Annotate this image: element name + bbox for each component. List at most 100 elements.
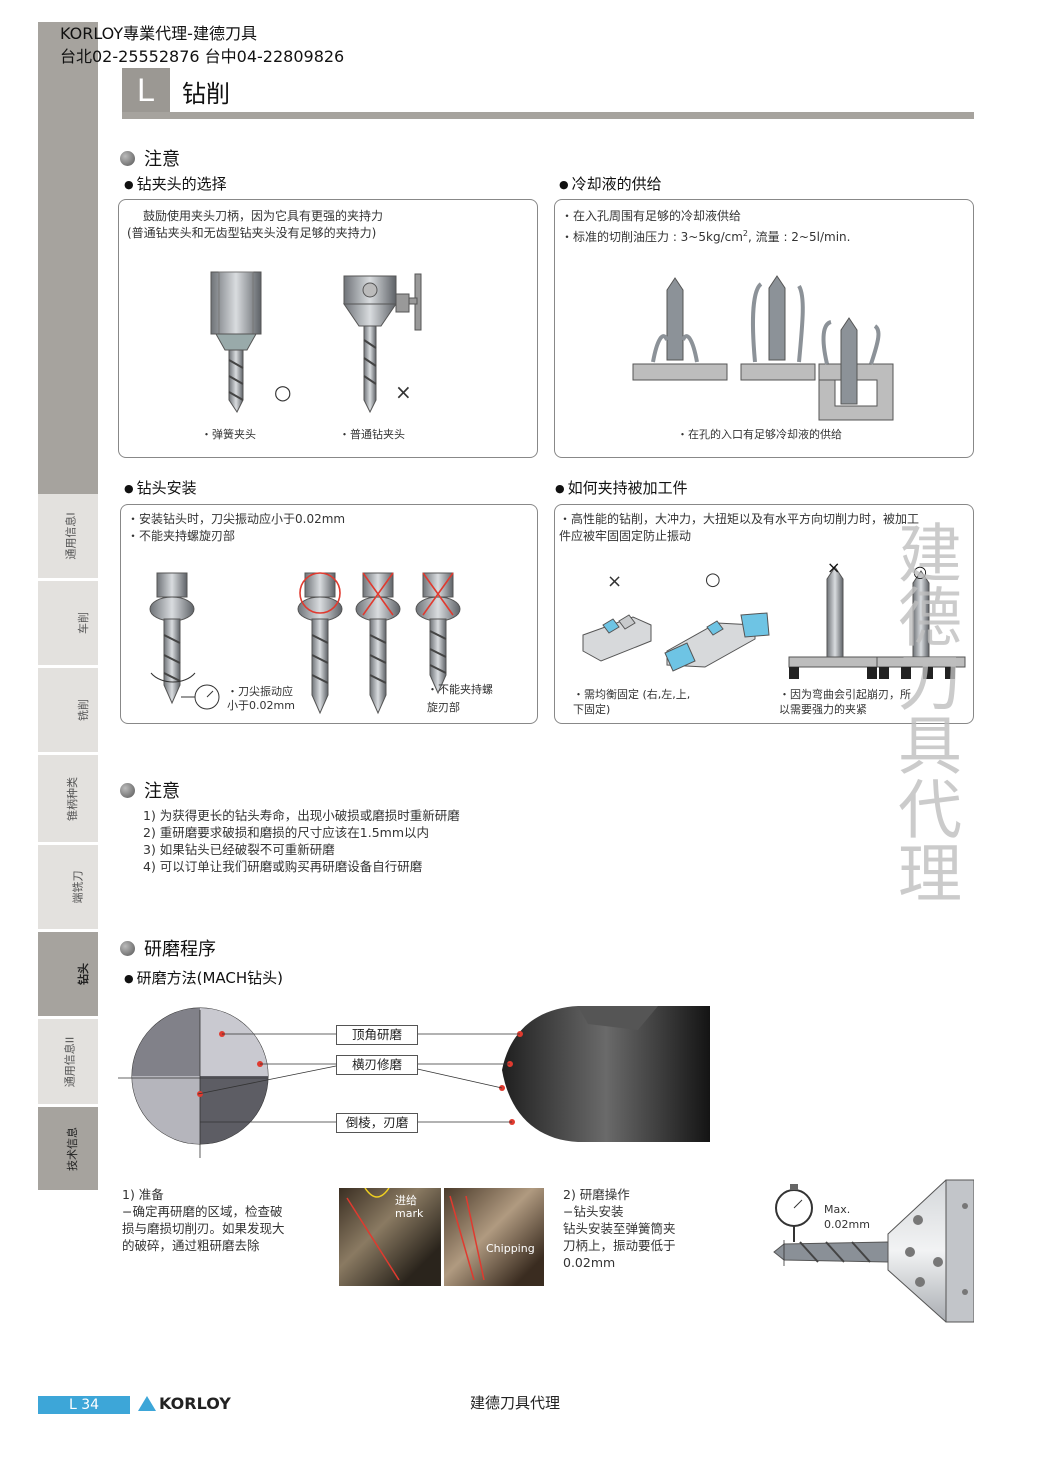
sidebar-tab-tapers[interactable]: 锥柄种类 <box>38 755 98 845</box>
korloy-logo-icon <box>138 1396 156 1411</box>
section-title-text: 研磨程序 <box>144 939 216 960</box>
regrinding-notes: 1) 为获得更长的钻头寿命，出现小破损或磨损时重新研磨 2) 重研磨要求破损和磨… <box>143 807 460 875</box>
operation-title: 2) 研磨操作 <box>563 1187 630 1202</box>
chapter-title: 钻削 <box>182 80 230 108</box>
drill-point-diagram <box>118 1006 710 1158</box>
footer-agent-text: 建德刀具代理 <box>470 1394 561 1412</box>
sidebar-tab-general-info-2[interactable]: 通用信息II <box>38 1019 98 1107</box>
sidebar-tab-label: 通用信息II <box>62 1036 76 1087</box>
section-caution-heading: 注意 <box>120 145 180 171</box>
drill-chuck-caption: ・普通钻夹头 <box>339 428 405 441</box>
sidebar-tab-general-info-1[interactable]: 通用信息I <box>38 494 98 581</box>
ok-mark: ○ <box>274 380 292 404</box>
ng-mark: × <box>607 571 623 592</box>
sidebar-tab-label: 钻头 <box>77 963 90 985</box>
sidebar-tab-label: 通用信息I <box>64 512 78 560</box>
sidebar-tab-drills[interactable]: 钻头 <box>38 932 98 1019</box>
subheading-text: 研磨方法(MACH钻头) <box>136 969 284 987</box>
drill-mounting-panel: ・安装钻头时，刀尖振动应小于0.02mm ・不能夹持螺旋刃部 ・刀尖振 <box>120 504 538 724</box>
preparation-block: 1) 准备 −确定再研磨的区域，检查破 损与磨损切削刃。如果发现大 的破碎，通过… <box>122 1186 285 1254</box>
agent-phones: 台北02-25552876 台中04-22809826 <box>60 47 345 66</box>
chapter-letter-box: L <box>122 68 170 112</box>
svg-text:○: ○ <box>913 562 927 581</box>
subheading-text: 如何夹持被加工件 <box>567 479 688 497</box>
sidebar-tab-milling[interactable]: 铣削 <box>38 668 98 755</box>
coolant-supply-heading: 冷却液的供给 <box>559 173 662 194</box>
preparation-title: 1) 准备 <box>122 1187 164 1202</box>
korloy-brand-text: KORLOY <box>159 1394 231 1413</box>
point-grinding-label: 顶角研磨 <box>336 1025 418 1045</box>
coolant-line-2-suffix: , 流量 : 2~5l/min. <box>748 230 851 244</box>
workholding-illustration: ×○ <box>582 558 966 679</box>
operation-line: −钻头安装 <box>563 1204 624 1219</box>
flute-caption: ・不能夹持螺旋刃部 <box>427 681 493 717</box>
workholding-line-1: ・高性能的钻削，大冲力，大扭矩以及有水平方向切削力时，被加工 <box>559 512 920 526</box>
watermark-text: 建德刀具代理 <box>887 520 961 904</box>
note-item: 2) 重研磨要求破损和磨损的尺寸应该在1.5mm以内 <box>143 825 430 840</box>
section-title-text: 注意 <box>144 149 180 170</box>
sidebar-tab-technical-info[interactable]: 技术信息 <box>38 1107 98 1193</box>
mounting-illustration <box>149 572 461 715</box>
preparation-line: 损与磨损切削刃。如果发现大 <box>122 1221 285 1236</box>
chuck-note-line-2: (普通钻夹头和无齿型钻夹头没有足够的夹持力) <box>127 226 377 240</box>
runout-limit-label: Max. 0.02mm <box>824 1202 870 1232</box>
drill-mounting-heading: 钻头安装 <box>124 477 197 498</box>
subheading-text: 钻头安装 <box>136 479 197 497</box>
coolant-line-2-superscript: 2 <box>742 229 748 238</box>
feed-mark-label-line-1: 进给 <box>395 1194 417 1207</box>
operation-block: 2) 研磨操作 −钻头安装 钻头安装至弹簧筒夹 刀柄上，振动要低于 0.02mm <box>563 1186 676 1271</box>
runout-limit-label-line-2: 0.02mm <box>824 1218 870 1231</box>
chuck-selection-heading: 钻夹头的选择 <box>124 173 227 194</box>
workholding-heading: 如何夹持被加工件 <box>555 477 688 498</box>
strong-clamp-caption: ・因为弯曲会引起崩刃，所以需要强力的夹紧 <box>779 687 911 717</box>
feed-mark-overlay <box>346 1187 400 1281</box>
balanced-clamp-caption: ・需均衡固定 (右,左,上,下固定) <box>573 687 690 717</box>
note-item: 1) 为获得更长的钻头寿命，出现小破损或磨损时重新研磨 <box>143 808 460 823</box>
sidebar-tab-end-mills[interactable]: 端铣刀 <box>38 845 98 932</box>
note-item: 3) 如果钻头已经破裂不可重新研磨 <box>143 842 335 857</box>
chuck-note-line-1: 鼓励使用夹头刀柄，因为它具有更强的夹持力 <box>143 209 384 223</box>
flute-caption-line-2: 旋刃部 <box>427 701 460 714</box>
section-title-text: 注意 <box>144 781 180 802</box>
runout-limit-label-line-1: Max. <box>824 1203 851 1216</box>
preparation-line: 的破碎，通过粗研磨去除 <box>122 1238 260 1253</box>
grinding-method-heading: 研磨方法(MACH钻头) <box>124 967 283 988</box>
sidebar-tab-label: 铣削 <box>77 699 90 721</box>
note-item: 4) 可以订单让我们研磨或购买再研磨设备自行研磨 <box>143 859 423 874</box>
sidebar-tab-label: 端铣刀 <box>71 870 85 904</box>
ng-mark: × <box>395 380 412 404</box>
coolant-line-2-prefix: ・标准的切削油压力 : 3~5kg/cm <box>561 230 743 244</box>
sidebar-tab-label: 车削 <box>77 612 90 634</box>
section-grinding-heading: 研磨程序 <box>120 935 216 961</box>
agent-name: KORLOY專業代理-建德刀具 <box>60 24 257 43</box>
runout-gauge-illustration <box>773 1179 974 1323</box>
coolant-illustration <box>632 275 894 421</box>
collet-chuck-caption: ・弹簧夹头 <box>201 428 256 441</box>
sidebar-tab-label: 锥柄种类 <box>66 776 79 821</box>
subheading-text: 钻夹头的选择 <box>136 175 227 193</box>
operation-line: 钻头安装至弹簧筒夹 <box>563 1221 676 1236</box>
feed-mark-label-line-2: mark <box>395 1207 424 1220</box>
strong-clamp-caption-line-1: ・因为弯曲会引起崩刃，所 <box>779 688 911 701</box>
sidebar-header-block <box>38 22 98 494</box>
chapter-rule <box>122 112 974 119</box>
runout-caption: ・刀尖振动应小于0.02mm <box>227 685 295 713</box>
flute-caption-line-1: ・不能夹持螺 <box>427 683 493 696</box>
sidebar-tab-turning[interactable]: 车削 <box>38 581 98 668</box>
chamfer-grinding-label: 倒棱，刃磨 <box>336 1113 418 1133</box>
strong-clamp-caption-line-2: 以需要强力的夹紧 <box>779 703 867 716</box>
workholding-line-2: 件应被牢固固定防止振动 <box>559 529 692 543</box>
korloy-logo: KORLOY <box>138 1394 231 1413</box>
svg-text:×: × <box>827 558 840 577</box>
coolant-line-2: ・标准的切削油压力 : 3~5kg/cm2, 流量 : 2~5l/min. <box>561 225 850 246</box>
subheading-text: 冷却液的供给 <box>571 175 662 193</box>
section-caution-heading-2: 注意 <box>120 777 180 803</box>
chipping-overlay <box>449 1195 485 1281</box>
coolant-caption: ・在孔的入口有足够冷却液的供给 <box>677 428 842 441</box>
balanced-clamp-caption-line-2: 下固定) <box>573 703 611 716</box>
mounting-line-1: ・安装钻头时，刀尖振动应小于0.02mm <box>127 512 346 526</box>
chipping-label: Chipping <box>486 1242 535 1255</box>
coolant-panel: ・在入孔周围有足够的冷却液供给 ・标准的切削油压力 : 3~5kg/cm2, 流… <box>554 199 974 458</box>
